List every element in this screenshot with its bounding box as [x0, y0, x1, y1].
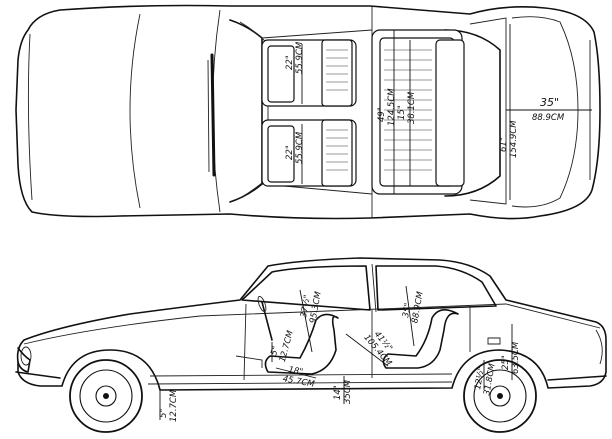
top-body-outline: [15, 4, 601, 220]
label-front-seat-upper: 22" 55.9CM: [285, 41, 305, 74]
label-boot-length: 35" 88.9CM: [532, 96, 565, 123]
side-body-outline: [16, 257, 607, 391]
rear-seat-profile: [382, 309, 459, 369]
label-front-seat-lower: 22" 55.9CM: [285, 131, 305, 164]
svg-text:37½": 37½": [299, 294, 313, 318]
svg-text:35": 35": [401, 302, 413, 318]
front-seat-profile: [264, 313, 339, 375]
svg-text:124.5CM: 124.5CM: [387, 88, 397, 126]
label-floor-dim: 5" 12.7CM: [159, 389, 179, 422]
svg-text:14": 14": [333, 385, 343, 400]
svg-text:154.9CM: 154.9CM: [509, 120, 519, 158]
svg-text:88.9CM: 88.9CM: [532, 113, 565, 123]
label-front-headroom: 37½" 95.3CM: [299, 290, 324, 324]
label-boot-width: 61" 154.9CM: [499, 120, 519, 158]
rear-bench-seat: [371, 29, 465, 195]
svg-text:5": 5": [159, 409, 169, 418]
svg-text:18": 18": [287, 365, 303, 377]
svg-text:12½": 12½": [473, 366, 487, 390]
svg-text:22": 22": [285, 145, 295, 160]
svg-text:35CM: 35CM: [343, 379, 353, 404]
svg-text:25": 25": [501, 355, 511, 370]
svg-text:38.1CM: 38.1CM: [407, 91, 417, 124]
label-rear-seat-width: 15" 38.1CM: [397, 91, 417, 124]
front-seat-lower: [261, 119, 357, 187]
rear-wheel: [463, 359, 537, 433]
side-view: 37½" 95.3CM 35" 88.9CM 41½" 105.4CM 5" 1…: [15, 257, 607, 433]
label-rear-seat-depth: 49" 124.5CM: [377, 88, 397, 126]
label-front-seat-height: 14" 35CM: [333, 379, 353, 404]
svg-text:35": 35": [540, 96, 559, 109]
svg-text:95.3CM: 95.3CM: [308, 290, 324, 324]
svg-text:49": 49": [377, 107, 387, 122]
svg-text:12.7CM: 12.7CM: [169, 389, 179, 422]
svg-text:55.9CM: 55.9CM: [295, 131, 305, 164]
label-rear-headroom: 35" 88.9CM: [401, 290, 426, 324]
front-wheel: [69, 359, 143, 433]
svg-text:15": 15": [397, 105, 407, 120]
label-rear-legroom: 18" 45.7CM: [282, 365, 316, 390]
svg-text:22": 22": [285, 55, 295, 70]
svg-text:55.9CM: 55.9CM: [295, 41, 305, 74]
front-seat-upper: [261, 39, 357, 107]
svg-text:5": 5": [269, 345, 281, 357]
svg-text:63.5CM: 63.5CM: [511, 341, 521, 374]
top-view: 22" 55.9CM 22" 55.9CM 49" 124.5CM 15" 38…: [15, 4, 601, 220]
label-boot-depth: 25" 63.5CM: [501, 341, 521, 374]
svg-text:61": 61": [499, 137, 509, 152]
steering-wheel: [261, 301, 273, 341]
label-front-legroom: 41½" 105.4CM: [361, 330, 394, 369]
